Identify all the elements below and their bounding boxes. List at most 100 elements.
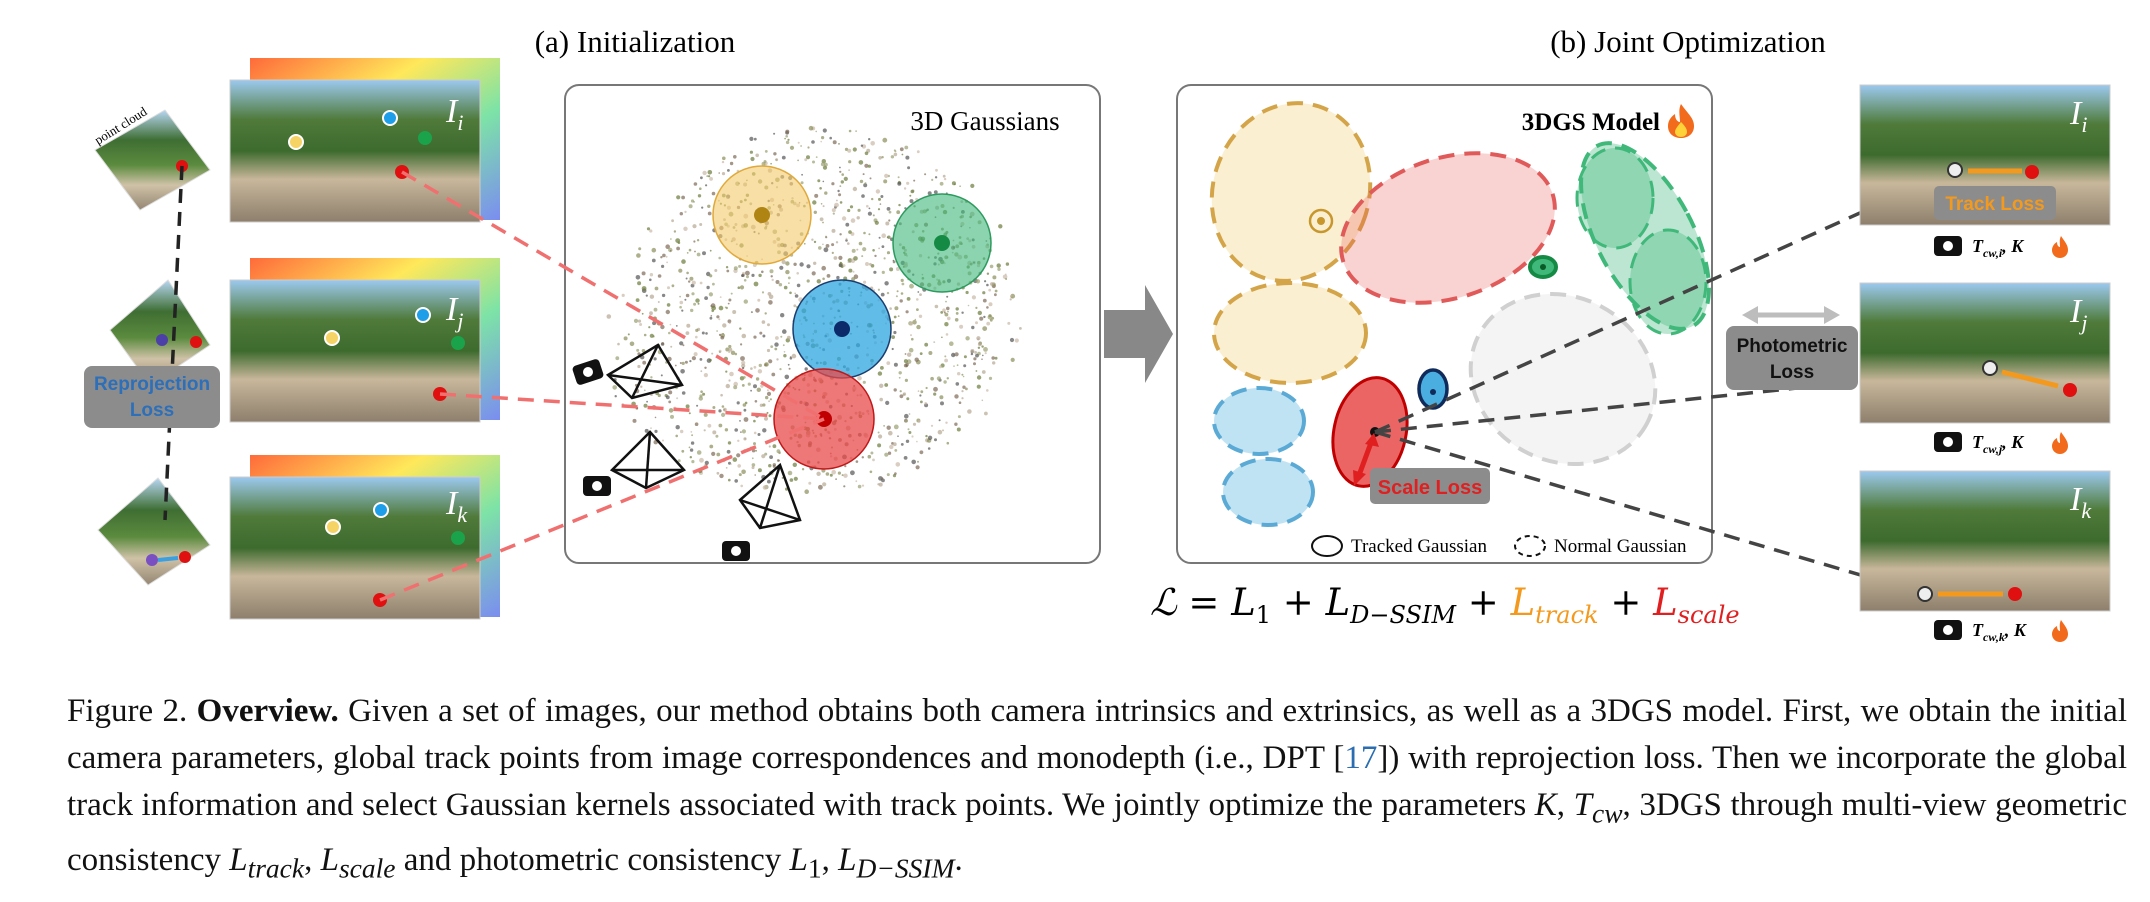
point-cloud-dot: [635, 275, 641, 280]
point-cloud-dot: [661, 293, 666, 298]
point-cloud-dot: [907, 166, 911, 170]
point-cloud-dot: [822, 482, 827, 487]
normal-gaussians: [1209, 101, 1711, 527]
point-cloud-dot: [669, 250, 672, 252]
point-cloud-dot: [897, 435, 899, 438]
point-cloud-dot: [927, 435, 933, 440]
point-cloud-dot: [649, 273, 654, 277]
point-cloud-dot: [984, 280, 987, 283]
point-cloud-dot: [679, 300, 684, 305]
point-cloud-dot: [975, 279, 981, 284]
point-cloud-dot: [845, 237, 848, 240]
reprojection-loss-box: Reprojection Loss: [84, 366, 220, 428]
label-j: Ij: [445, 291, 463, 333]
point-cloud-dot: [894, 472, 897, 475]
point-cloud-dot: [914, 357, 919, 362]
point-cloud-dot: [720, 335, 725, 340]
point-cloud-dot: [650, 376, 653, 379]
point-cloud-dot: [690, 308, 694, 313]
point-cloud-dot: [627, 333, 630, 336]
point-cloud-dot: [643, 403, 648, 408]
point-cloud-dot: [875, 189, 881, 194]
point-cloud-dot: [864, 163, 869, 168]
point-cloud-dot: [734, 428, 738, 432]
point-cloud-dot: [850, 232, 855, 236]
point-cloud-dot: [839, 233, 842, 236]
camera-frustums: [605, 343, 802, 530]
point-cloud-dot: [844, 465, 847, 468]
point-cloud-dot: [891, 320, 895, 324]
point-cloud-dot: [933, 386, 938, 392]
point-cloud-dot: [856, 216, 860, 220]
point-cloud-dot: [934, 438, 937, 442]
point-cloud-dot: [898, 180, 900, 183]
point-cloud-dot: [905, 439, 910, 443]
point-cloud-dot: [867, 164, 872, 168]
point-cloud-dot: [728, 321, 731, 324]
point-cloud-dot: [696, 239, 700, 242]
point-cloud-dot: [937, 429, 943, 435]
point-cloud-dot: [841, 173, 844, 176]
point-cloud-dot: [691, 460, 695, 464]
point-cloud-dot: [709, 249, 712, 252]
point-cloud-dot: [764, 416, 768, 421]
point-cloud-dot: [704, 460, 709, 465]
point-cloud-dot: [991, 356, 995, 360]
point-cloud-dot: [851, 277, 856, 282]
point-cloud-dot: [728, 347, 733, 352]
point-cloud-dot: [961, 397, 964, 400]
point-cloud-dot: [829, 136, 832, 140]
point-cloud-dot: [746, 275, 749, 279]
point-cloud-dot: [983, 315, 986, 319]
point-cloud-dot: [759, 403, 764, 407]
gaussian-grey: [1468, 291, 1658, 467]
point-cloud-dot: [946, 441, 950, 445]
point-cloud-dot: [814, 193, 819, 198]
point-cloud-dot: [831, 228, 836, 233]
point-cloud-dot: [762, 403, 766, 407]
point-cloud-dot: [886, 291, 890, 295]
point-cloud-dot: [751, 466, 755, 470]
point-cloud-dot: [729, 161, 734, 166]
point-cloud-dot: [702, 392, 706, 396]
point-cloud-dot: [974, 351, 977, 354]
point-cloud-dot: [761, 454, 766, 459]
point-cloud-dot: [935, 168, 938, 172]
point-cloud-dot: [824, 162, 828, 167]
point-cloud-dot: [818, 484, 823, 490]
point-cloud-dot: [702, 251, 706, 256]
point-cloud-dot: [766, 348, 771, 353]
point-cloud-dot: [994, 289, 998, 293]
point-cloud-dot: [917, 420, 921, 423]
point-cloud-dot: [759, 331, 763, 335]
point-cloud-dot: [718, 423, 723, 428]
point-cloud-dot: [896, 290, 899, 293]
3dgs-model-label: 3DGS Model: [1522, 109, 1660, 136]
point-cloud-dot: [693, 182, 698, 186]
point-cloud-dot: [910, 189, 915, 194]
point-cloud-dot: [804, 489, 809, 495]
point-cloud-dot: [831, 251, 834, 254]
point-cloud-dot: [792, 462, 797, 467]
point-cloud-dot: [864, 182, 867, 184]
point-cloud-dot: [847, 208, 851, 213]
point-cloud-dot: [959, 185, 961, 187]
point-cloud-dot: [843, 485, 846, 488]
point-cloud-dot: [970, 352, 974, 356]
point-cloud-dot: [776, 358, 779, 361]
point-cloud-dot: [904, 353, 907, 355]
camera-icon: [583, 476, 611, 496]
point-cloud-dot: [781, 155, 786, 160]
point-cloud-dot: [881, 156, 884, 159]
point-cloud-dot: [973, 357, 977, 361]
point-cloud-dot: [685, 277, 688, 280]
point-cloud-dot: [774, 342, 779, 347]
point-cloud-dot: [934, 176, 938, 179]
point-cloud-dot: [945, 333, 949, 336]
citation-link[interactable]: 17: [1344, 740, 1378, 776]
point-cloud-dot: [726, 449, 731, 454]
point-cloud-dot: [806, 264, 811, 269]
point-cloud-dot: [848, 230, 852, 234]
point-cloud-dot: [651, 247, 657, 253]
point-cloud-dot: [878, 247, 880, 250]
